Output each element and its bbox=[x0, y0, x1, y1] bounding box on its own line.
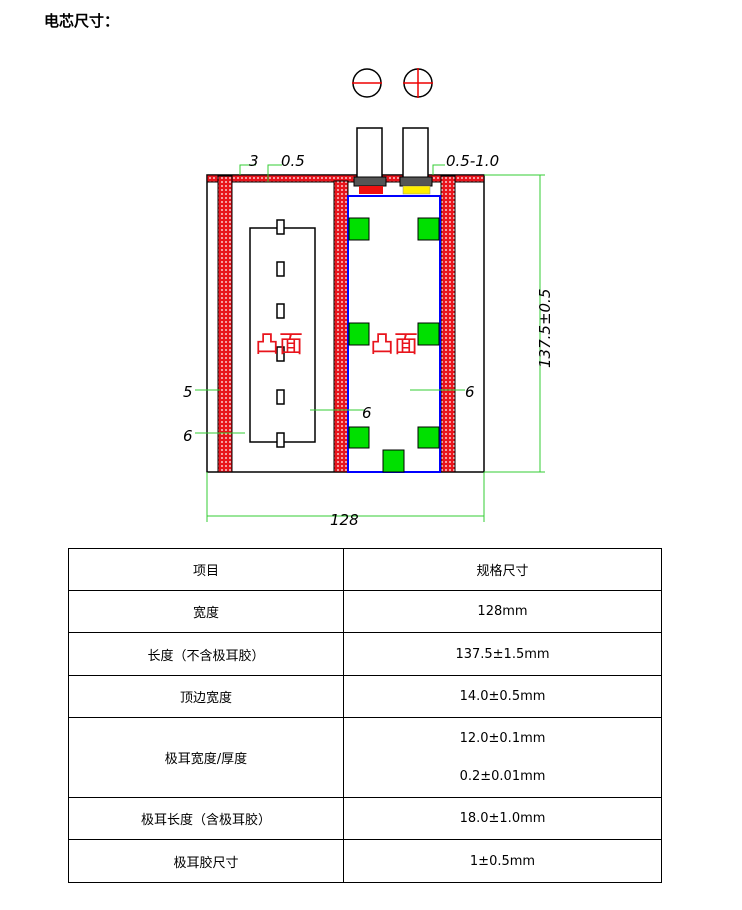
dim-width: 128 bbox=[330, 511, 359, 529]
dim-left-inner: 6 bbox=[183, 427, 193, 445]
left-tape bbox=[217, 175, 233, 473]
positive-tab bbox=[402, 127, 429, 179]
header-item: 项目 bbox=[68, 548, 344, 591]
negative-symbol-icon bbox=[352, 68, 382, 98]
negative-tab-seal bbox=[353, 176, 387, 187]
convex-label-right: 凸面 bbox=[370, 330, 418, 358]
row-value: 137.5±1.5mm bbox=[343, 632, 662, 676]
section-title: 电芯尺寸： bbox=[44, 12, 120, 30]
table-header-row: 项目 规格尺寸 bbox=[68, 548, 662, 591]
row-item: 极耳胶尺寸 bbox=[68, 839, 344, 883]
row-item: 宽度 bbox=[68, 590, 344, 633]
positive-symbol-icon bbox=[403, 68, 433, 98]
green-pads bbox=[348, 217, 440, 473]
right-tape bbox=[440, 175, 456, 473]
row-item: 极耳宽度/厚度 bbox=[68, 717, 344, 798]
spec-table: 项目 规格尺寸 宽度 128mm 长度（不含极耳胶） 137.5±1.5mm 顶… bbox=[68, 548, 662, 883]
row-value: 14.0±0.5mm bbox=[343, 675, 662, 718]
row-value: 128mm bbox=[343, 590, 662, 633]
dim-middle: 6 bbox=[362, 404, 372, 422]
positive-tab-seal bbox=[399, 176, 433, 187]
cell-dimension-diagram: 凸面 凸面 3 0.5 0.5-1.0 5 6 6 6 128 137.5±0.… bbox=[183, 68, 554, 529]
dim-top-mid: 0.5 bbox=[281, 152, 305, 170]
table-row: 宽度 128mm bbox=[68, 590, 662, 633]
row-item: 极耳长度（含极耳胶） bbox=[68, 797, 344, 840]
row-item: 长度（不含极耳胶） bbox=[68, 632, 344, 676]
negative-tab bbox=[356, 127, 383, 179]
dim-left-outer: 5 bbox=[183, 383, 193, 401]
dim-right: 6 bbox=[465, 383, 475, 401]
panel-slots bbox=[276, 219, 285, 448]
dim-top-right: 0.5-1.0 bbox=[446, 152, 499, 170]
tab-width-value: 12.0±0.1mm bbox=[459, 730, 546, 746]
positive-tab-glue bbox=[402, 185, 431, 195]
table-row: 顶边宽度 14.0±0.5mm bbox=[68, 675, 662, 718]
table-row: 长度（不含极耳胶） 137.5±1.5mm bbox=[68, 632, 662, 676]
table-row: 极耳宽度/厚度 12.0±0.1mm 0.2±0.01mm bbox=[68, 717, 662, 798]
row-value: 1±0.5mm bbox=[343, 839, 662, 883]
negative-tab-glue bbox=[359, 186, 383, 194]
middle-tape bbox=[333, 180, 349, 473]
row-item: 顶边宽度 bbox=[68, 675, 344, 718]
convex-label-left: 凸面 bbox=[255, 330, 303, 358]
tab-thickness-value: 0.2±0.01mm bbox=[459, 768, 546, 784]
table-row: 极耳长度（含极耳胶） 18.0±1.0mm bbox=[68, 797, 662, 840]
row-value: 12.0±0.1mm 0.2±0.01mm bbox=[343, 717, 662, 798]
dimension-lines bbox=[195, 164, 545, 522]
dim-height: 137.5±0.5 bbox=[536, 289, 554, 368]
table-row: 极耳胶尺寸 1±0.5mm bbox=[68, 839, 662, 883]
dim-top-left: 3 bbox=[249, 152, 259, 170]
header-spec: 规格尺寸 bbox=[343, 548, 662, 591]
row-value: 18.0±1.0mm bbox=[343, 797, 662, 840]
